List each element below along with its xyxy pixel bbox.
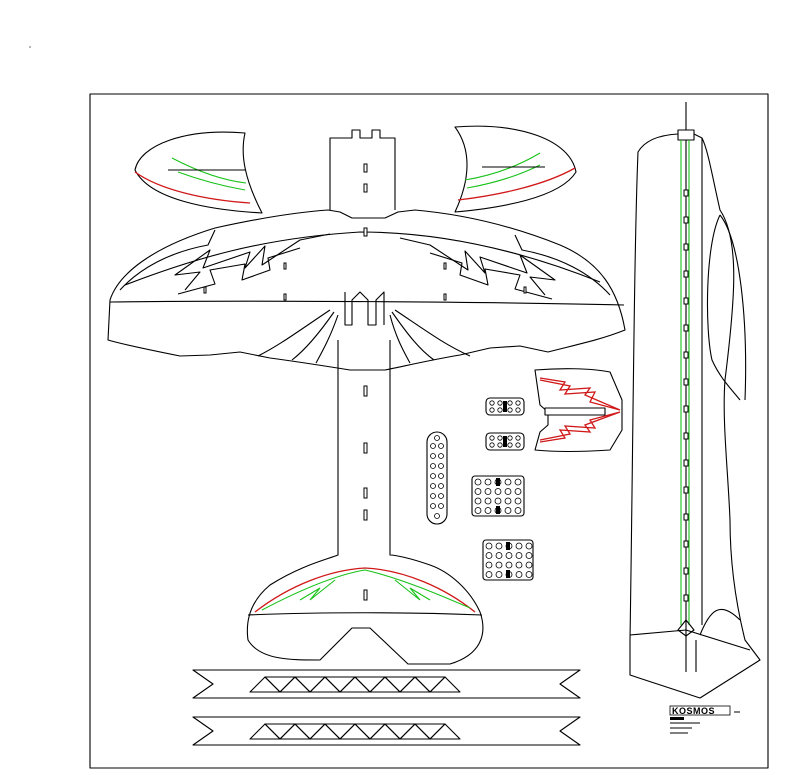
small-parts <box>426 397 534 581</box>
lattice-triangle <box>399 723 431 740</box>
lattice-triangle <box>264 723 296 740</box>
lattice-triangle <box>279 676 311 693</box>
lattice-triangle <box>369 723 401 740</box>
elevator-piece <box>534 368 623 453</box>
title-name: KOSMOS <box>672 706 715 716</box>
lattice-triangle <box>339 723 371 740</box>
title-block: KOSMOS <box>669 705 740 734</box>
lattice-triangle <box>399 676 431 693</box>
lattice-strip-bottom <box>192 716 581 746</box>
lattice-triangle <box>339 676 371 693</box>
lattice-triangle <box>324 676 356 693</box>
lattice-strip-top <box>192 669 581 699</box>
side-profile <box>629 102 761 699</box>
lattice-triangle <box>249 676 281 693</box>
left-canopy-piece <box>134 131 263 214</box>
lattice-triangle <box>414 676 446 693</box>
lattice-triangle <box>309 676 341 693</box>
lattice-triangle <box>354 676 386 693</box>
sheet-border <box>89 93 769 769</box>
lattice-triangle <box>429 723 461 740</box>
lattice-triangle <box>264 676 296 693</box>
lattice-triangle <box>414 723 446 740</box>
main-wing-fuselage <box>107 129 626 665</box>
lattice-triangle <box>249 723 281 740</box>
stray-mark <box>29 46 31 48</box>
lattice-triangle <box>309 723 341 740</box>
lattice-triangle <box>324 723 356 740</box>
lattice-triangle <box>429 676 461 693</box>
right-canopy-piece <box>454 125 577 213</box>
lattice-triangle <box>369 676 401 693</box>
lattice-triangle <box>294 723 326 740</box>
lattice-triangle <box>384 723 416 740</box>
lattice-triangle <box>384 676 416 693</box>
lattice-triangle <box>279 723 311 740</box>
lattice-triangle <box>294 676 326 693</box>
lattice-triangle <box>354 723 386 740</box>
